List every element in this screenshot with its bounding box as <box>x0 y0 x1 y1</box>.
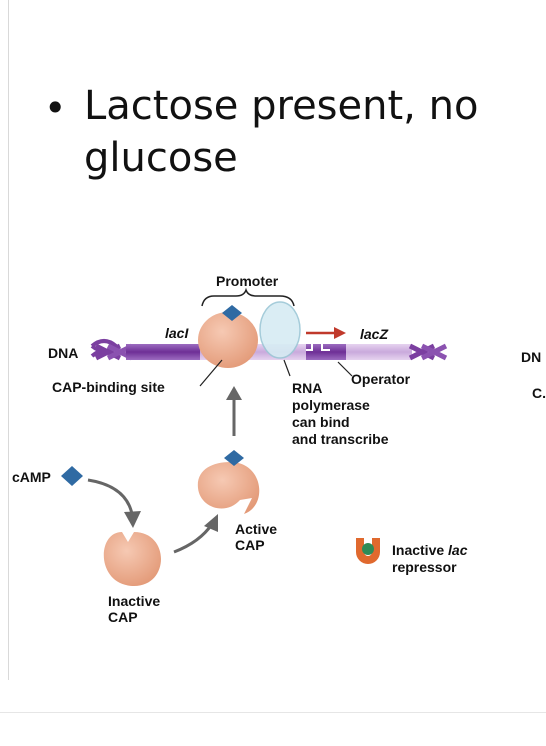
repressor-label-line2: repressor <box>392 559 457 575</box>
dna-label-partial: DN <box>521 349 541 365</box>
camp-diamond-free <box>61 466 83 486</box>
lacz-label: lacZ <box>360 326 388 342</box>
rna-label-line2: polymerase <box>292 397 370 413</box>
slide-title-line2: glucose <box>84 135 238 181</box>
dna-label: DNA <box>48 345 78 361</box>
operator-segment <box>306 344 346 360</box>
binding-arrow <box>226 386 242 436</box>
cap-label-partial: C. <box>532 385 546 401</box>
rna-polymerase <box>259 301 301 359</box>
inactive-cap-label-line2: CAP <box>108 609 138 625</box>
slide-title-line1: Lactose present, no <box>84 83 479 129</box>
camp-diamond-bound <box>222 305 242 321</box>
cap-binding-site-label: CAP-binding site <box>52 379 165 395</box>
cap-binding-pointer <box>199 359 223 387</box>
slide-bottom-line <box>0 712 546 713</box>
operator-label: Operator <box>351 371 411 387</box>
transcription-arrow <box>306 327 346 339</box>
lacz-gene-segment <box>346 344 412 360</box>
repressor-label-line1: Inactive lac <box>392 542 468 558</box>
laci-gene-segment <box>126 344 200 360</box>
active-cap-label-line1: Active <box>235 521 277 537</box>
rna-pointer <box>283 359 291 377</box>
slide-left-edge-line <box>8 0 9 680</box>
slide-title: Lactose present, no glucose <box>84 80 504 184</box>
rna-label-line1: RNA <box>292 380 322 396</box>
laci-label: lacI <box>165 325 189 341</box>
promoter-label: Promoter <box>216 273 279 289</box>
rna-label-line3: can bind <box>292 414 350 430</box>
bullet-marker: • <box>44 86 67 130</box>
rna-label-line4: and transcribe <box>292 431 389 447</box>
inactive-lac-repressor <box>356 538 380 564</box>
promoter-bracket <box>201 287 295 307</box>
inactive-cap-label-line1: Inactive <box>108 593 160 609</box>
cap-bound-dna <box>198 305 258 368</box>
camp-diamond-active <box>224 450 244 466</box>
inactive-to-active-arrow <box>173 514 218 554</box>
active-cap <box>197 450 260 514</box>
camp-to-cap-arrow <box>87 478 141 528</box>
active-cap-label-line2: CAP <box>235 537 265 553</box>
inactive-cap <box>103 532 161 586</box>
operator-pointer <box>337 361 353 377</box>
camp-label: cAMP <box>12 469 51 485</box>
